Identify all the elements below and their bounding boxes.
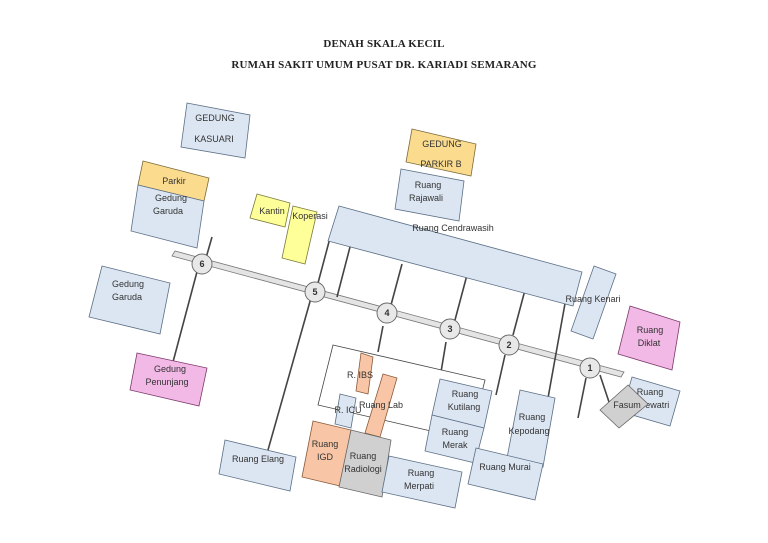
building-label: Gedung (155, 193, 187, 203)
junction-node-4: 4 (376, 302, 398, 324)
building-kutilang[interactable]: Ruang Kutilang (431, 378, 493, 429)
building-label: Ruang Cendrawasih (412, 223, 494, 233)
building-fasum[interactable]: Fasum (599, 384, 649, 429)
building-label: Ruang Murai (479, 462, 531, 472)
node-label: 5 (312, 287, 317, 297)
branch-line (267, 297, 312, 451)
building-merpati[interactable]: Ruang Merpati (381, 455, 463, 509)
building-label: Ruang (350, 451, 377, 461)
building-label: Kepodang (508, 426, 549, 436)
branch-line (172, 267, 199, 363)
building-label: Ruang (519, 412, 546, 422)
branch-line (547, 297, 567, 399)
building-label: Ruang (637, 325, 664, 335)
branch-line (377, 325, 384, 353)
building-label: Merpati (404, 481, 434, 491)
building-kepodang[interactable]: Ruang Kepodang (506, 389, 556, 468)
building-label: GEDUNG (195, 113, 235, 123)
building-radiologi[interactable]: Ruang Radiologi (338, 429, 392, 498)
building-label: Kantin (259, 206, 285, 216)
building-label: Ruang (442, 427, 469, 437)
building-icu[interactable]: R. ICU (335, 393, 362, 429)
branch-line (512, 289, 526, 336)
building-label: Diklat (638, 338, 661, 348)
building-label: Radiologi (344, 464, 382, 474)
building-kasuari[interactable]: GEDUNG KASUARI (180, 102, 251, 159)
building-garuda-left[interactable]: Gedung Garuda (88, 265, 171, 335)
junction-node-6: 6 (191, 253, 213, 275)
junction-node-2: 2 (498, 334, 520, 356)
building-label: GEDUNG (422, 139, 462, 149)
branch-line (577, 377, 587, 419)
building-label: Gedung (154, 364, 186, 374)
map-title: DENAH SKALA KECIL (323, 38, 445, 50)
building-parkir-b[interactable]: GEDUNG PARKIR B (405, 128, 477, 177)
building-label: Kutilang (448, 402, 481, 412)
building-label: Ruang Kenari (565, 294, 620, 304)
building-garuda-top[interactable]: Gedung Garuda (130, 184, 205, 249)
map-subtitle: RUMAH SAKIT UMUM PUSAT DR. KARIADI SEMAR… (231, 59, 537, 71)
building-label: Garuda (112, 292, 142, 302)
node-label: 3 (447, 324, 452, 334)
junction-node-5: 5 (304, 281, 326, 303)
building-penunjang[interactable]: Gedung Penunjang (129, 352, 208, 407)
branch-line (205, 236, 213, 259)
junction-node-3: 3 (439, 318, 461, 340)
node-label: 1 (587, 363, 592, 373)
branch-line (317, 237, 331, 284)
building-label: Ruang (415, 180, 442, 190)
branch-line (454, 274, 468, 321)
node-label: 6 (199, 259, 204, 269)
building-label: PARKIR B (420, 159, 461, 169)
building-murai[interactable]: Ruang Murai (467, 447, 544, 501)
building-label: Penunjang (145, 377, 188, 387)
branch-line (495, 354, 506, 396)
junction-node-1: 1 (579, 357, 601, 379)
building-label: Rajawali (409, 193, 443, 203)
building-kantin[interactable]: Kantin (249, 193, 291, 228)
building-label: Ruang (312, 439, 339, 449)
building-label: Parkir (162, 176, 186, 186)
building-rajawali[interactable]: Ruang Rajawali (394, 168, 465, 222)
building-label: Dewatri (639, 400, 670, 410)
building-label: Ruang (408, 468, 435, 478)
node-label: 2 (506, 340, 511, 350)
building-label: Ruang (452, 389, 479, 399)
building-label: Gedung (112, 279, 144, 289)
building-label: Ruang Elang (232, 454, 284, 464)
building-label: Garuda (153, 206, 183, 216)
building-elang[interactable]: Ruang Elang (218, 439, 297, 492)
building-koperasi[interactable]: Koperasi (281, 205, 328, 265)
building-diklat[interactable]: Ruang Diklat (617, 305, 681, 371)
node-label: 4 (384, 308, 389, 318)
branch-line (336, 246, 351, 298)
building-label: R. ICU (335, 405, 362, 415)
building-label: Merak (442, 440, 468, 450)
building-label: KASUARI (194, 134, 234, 144)
building-ibs[interactable]: R. IBS (347, 352, 374, 395)
building-label: Ruang Lab (359, 400, 403, 410)
building-label: IGD (317, 452, 334, 462)
building-label: Koperasi (292, 211, 328, 221)
building-kenari[interactable]: Ruang Kenari (565, 265, 621, 340)
branch-line (390, 263, 403, 306)
building-cendrawasih[interactable]: Ruang Cendrawasih (327, 205, 583, 307)
building-label: R. IBS (347, 370, 373, 380)
branch-line (599, 374, 611, 406)
building-label: Ruang (637, 387, 664, 397)
building-label: Fasum (613, 400, 641, 410)
